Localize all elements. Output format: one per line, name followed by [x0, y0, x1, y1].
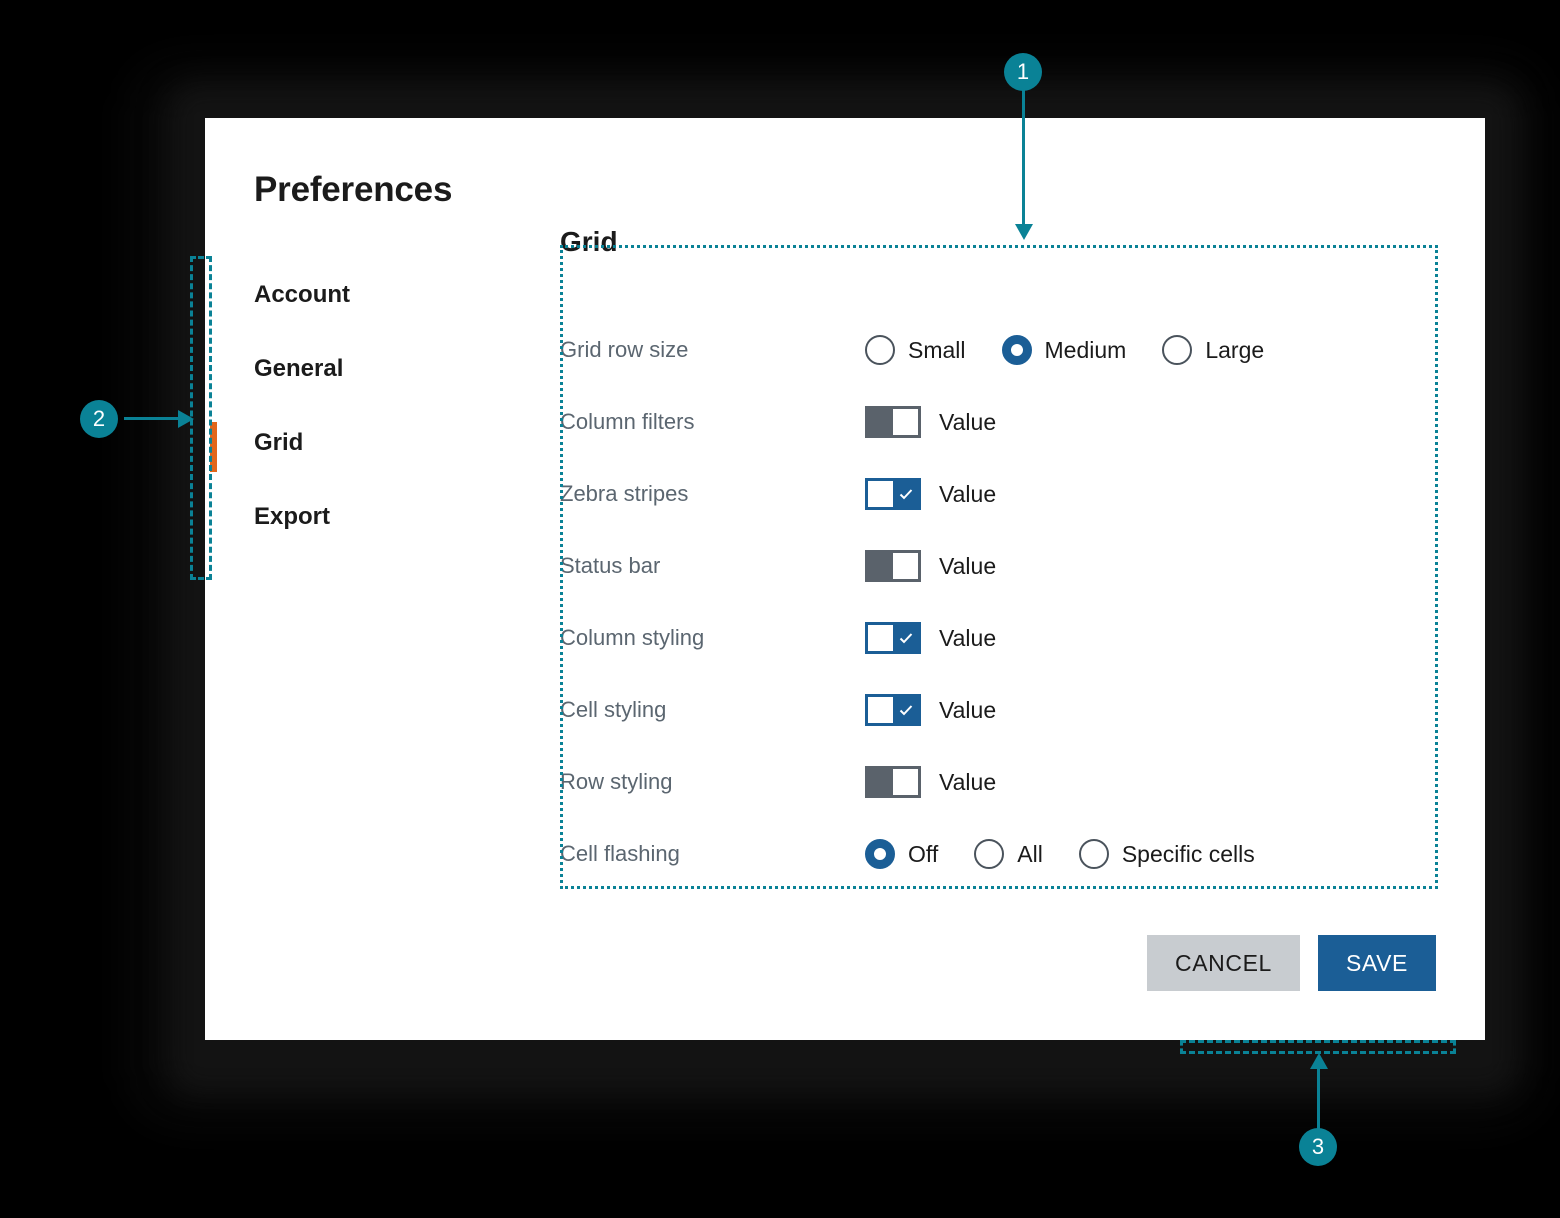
radio-option-off[interactable]: Off [865, 839, 938, 869]
active-indicator-export [210, 496, 217, 546]
pref-row-zebra-stripes: Zebra stripes Value [560, 458, 1440, 530]
radio-option-all[interactable]: All [974, 839, 1043, 869]
annotation-leader-2 [124, 417, 180, 420]
annotation-marker-number: 2 [92, 406, 106, 431]
grid-settings-panel: Grid Grid row size Small Medium Large [560, 228, 1440, 890]
cancel-button[interactable]: CANCEL [1147, 935, 1300, 991]
pref-row-status-bar: Status bar Value [560, 530, 1440, 602]
preferences-dialog: Preferences Account General Grid Export … [205, 118, 1485, 1040]
radio-selected-icon [1001, 335, 1032, 365]
annotation-marker-number: 3 [1311, 1134, 1325, 1159]
annotation-marker-3: 3 [1299, 1128, 1337, 1166]
active-indicator-general [210, 348, 217, 398]
pref-label: Row styling [560, 769, 673, 794]
radio-option-label: Off [908, 840, 939, 867]
annotation-arrow-1 [1015, 224, 1033, 240]
pref-label: Column filters [560, 409, 695, 434]
radio-option-small[interactable]: Small [865, 335, 966, 365]
checkmark-icon [893, 481, 918, 507]
radio-icon [1162, 335, 1193, 365]
annotation-marker-2: 2 [80, 400, 118, 438]
radio-option-label: Large [1205, 336, 1265, 363]
toggle-value-label: Value [939, 768, 997, 795]
pref-label: Cell flashing [560, 841, 680, 866]
toggle-value-label: Value [939, 480, 997, 507]
toggle-cell-styling[interactable] [865, 694, 921, 726]
toggle-knob [893, 481, 918, 507]
pref-control: Value [865, 766, 996, 798]
radio-option-medium[interactable]: Medium [1001, 335, 1127, 365]
active-indicator-account [210, 274, 217, 324]
grid-row-size-radio-group: Small Medium Large [865, 335, 1264, 365]
pref-control: Value [865, 622, 996, 654]
annotation-marker-1: 1 [1004, 53, 1042, 91]
toggle-value-label: Value [939, 552, 997, 579]
settings-sidebar: Account General Grid Export [205, 258, 505, 554]
pref-row-row-styling: Row styling Value [560, 746, 1440, 818]
radio-option-label: All [1017, 840, 1043, 867]
pref-control: Value [865, 550, 996, 582]
checkmark-icon [893, 697, 918, 723]
pref-row-column-styling: Column styling Value [560, 602, 1440, 674]
section-title: Grid [560, 226, 618, 257]
pref-label: Column styling [560, 625, 705, 650]
toggle-knob [893, 697, 918, 723]
toggle-row-styling[interactable] [865, 766, 921, 798]
toggle-knob [893, 625, 918, 651]
pref-label: Zebra stripes [560, 481, 689, 506]
toggle-knob [868, 409, 893, 435]
cell-flashing-radio-group: Off All Specific cells [865, 839, 1255, 869]
annotation-leader-1 [1022, 90, 1025, 225]
pref-label: Grid row size [560, 337, 689, 362]
toggle-value-label: Value [939, 624, 997, 651]
pref-label: Cell styling [560, 697, 667, 722]
toggle-status-bar[interactable] [865, 550, 921, 582]
annotation-leader-3 [1317, 1068, 1320, 1136]
toggle-zebra-stripes[interactable] [865, 478, 921, 510]
pref-control: Value [865, 694, 996, 726]
annotation-arrow-3 [1310, 1053, 1328, 1069]
radio-icon [1078, 839, 1109, 869]
radio-option-label: Medium [1044, 336, 1127, 363]
sidebar-item-label: Export [254, 503, 331, 530]
pref-control: Value [865, 406, 996, 438]
pref-label: Status bar [560, 553, 661, 578]
radio-option-label: Small [908, 336, 966, 363]
page-title: Preferences [254, 170, 453, 209]
radio-option-label: Specific cells [1121, 840, 1255, 867]
sidebar-item-grid[interactable]: Grid [205, 406, 505, 480]
toggle-value-label: Value [939, 408, 997, 435]
sidebar-item-general[interactable]: General [205, 332, 505, 406]
toggle-column-styling[interactable] [865, 622, 921, 654]
toggle-knob [868, 769, 893, 795]
toggle-value-label: Value [939, 696, 997, 723]
toggle-knob [868, 553, 893, 579]
pref-control: Value [865, 478, 996, 510]
annotation-arrow-2 [178, 410, 194, 428]
sidebar-item-export[interactable]: Export [205, 480, 505, 554]
pref-row-column-filters: Column filters Value [560, 386, 1440, 458]
radio-option-large[interactable]: Large [1162, 335, 1264, 365]
radio-icon [865, 335, 895, 365]
sidebar-item-label: General [254, 355, 344, 382]
radio-selected-icon [865, 839, 895, 869]
pref-row-cell-styling: Cell styling Value [560, 674, 1440, 746]
annotation-marker-number: 1 [1016, 59, 1030, 84]
active-indicator-grid [210, 422, 217, 472]
toggle-column-filters[interactable] [865, 406, 921, 438]
checkmark-icon [893, 625, 918, 651]
pref-row-grid-row-size: Grid row size Small Medium Large [560, 314, 1440, 386]
sidebar-item-label: Account [254, 281, 350, 308]
dialog-footer: CANCEL SAVE [1147, 935, 1436, 991]
save-button[interactable]: SAVE [1317, 935, 1436, 991]
sidebar-item-label: Grid [254, 429, 304, 456]
pref-row-cell-flashing: Cell flashing Off All Specific cells [560, 818, 1440, 890]
radio-icon [974, 839, 1005, 869]
radio-option-specific-cells[interactable]: Specific cells [1078, 839, 1255, 869]
sidebar-item-account[interactable]: Account [205, 258, 505, 332]
